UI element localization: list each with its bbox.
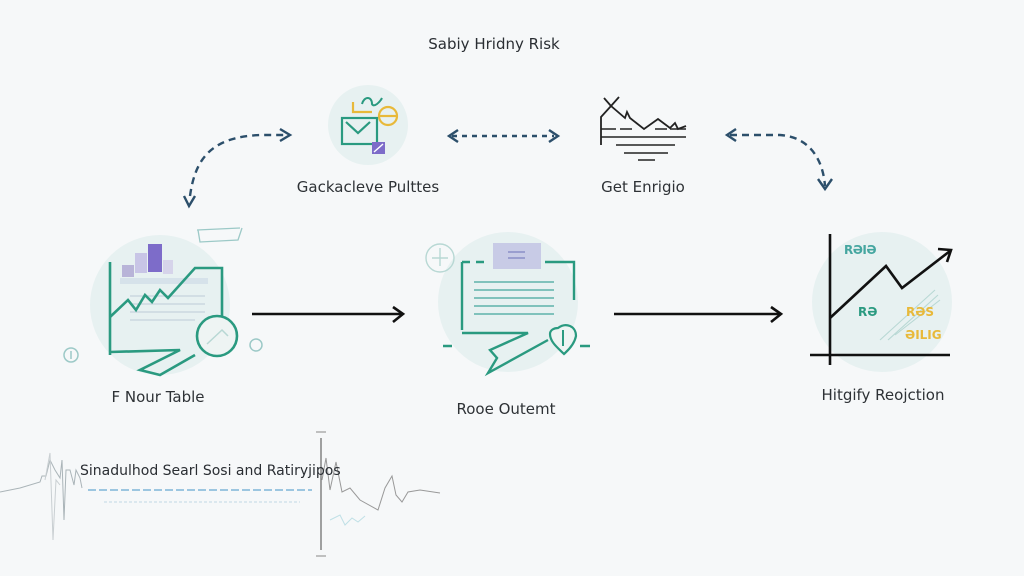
arrowhead-down-icon: [817, 178, 833, 192]
arrowhead-right-icon: [279, 127, 293, 143]
node-label-top-right: Get Enrigio: [601, 178, 685, 196]
bottom-caption: Sinadulhod Searl Sosi and Ratiryjipos: [80, 463, 341, 479]
chart-label-1: RƏIƏ: [844, 243, 877, 257]
arrowhead-right-icon: [548, 129, 561, 143]
node-label-right: Hitgify Reojction: [821, 386, 945, 404]
node-label-top-left: Gackacleve Pulttes: [296, 178, 440, 196]
chart-label-4: ƏILIG: [905, 328, 942, 342]
node-label-left: F Nour Table: [111, 388, 205, 406]
node-label-center: Rooe Outemt: [456, 400, 556, 418]
chart-label-3: RƏS: [906, 305, 935, 319]
chart-label-2: RƏ: [858, 305, 878, 319]
arrowhead-left-icon: [446, 129, 459, 143]
arrowhead-left-icon: [724, 128, 737, 142]
diagram-title: Sabiy Hridny Risk: [428, 35, 560, 53]
arrowhead-down-icon: [182, 195, 197, 209]
